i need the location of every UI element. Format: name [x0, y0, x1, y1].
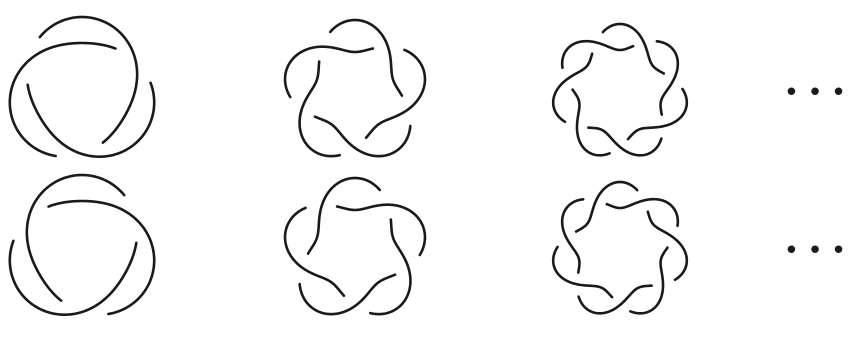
knot-7-1-lower: [553, 182, 687, 313]
knot-strand: [366, 50, 425, 138]
continuation-ellipsis: • • •: [784, 236, 847, 266]
knot-strand: [285, 208, 344, 296]
knot-strand: [10, 43, 116, 156]
knot-strand: [82, 175, 124, 195]
knot-strand: [562, 199, 583, 272]
knot-strand: [628, 89, 687, 139]
knot-strand: [330, 20, 355, 32]
knot-strand: [620, 182, 637, 190]
knot-strand: [588, 128, 661, 156]
knot-strand: [27, 175, 82, 301]
knot-strand: [603, 24, 620, 32]
knot-strand: [562, 41, 633, 68]
knot-strand: [337, 205, 425, 255]
knot-strand: [315, 117, 410, 156]
knot-strand: [657, 41, 678, 114]
knot-strand: [308, 178, 355, 254]
knot-strand: [573, 90, 610, 156]
knot-strand: [49, 201, 155, 314]
knot-strand: [648, 212, 687, 280]
knot-strand: [607, 199, 678, 226]
knot-strand: [40, 17, 82, 37]
knot-3-1-lower: [10, 175, 154, 315]
knot-strand: [300, 62, 340, 157]
knot-strand: [553, 247, 612, 297]
knot-strand: [285, 47, 373, 97]
knot-strand: [355, 20, 402, 96]
lower-row: • • •: [10, 175, 846, 315]
knot-5-1-lower: [285, 178, 425, 314]
upper-row: • • •: [10, 17, 846, 157]
knot-3-1-upper: [10, 17, 154, 157]
knot-strand: [553, 54, 592, 122]
knot-5-1-upper: [285, 20, 425, 156]
knot-strand: [630, 248, 667, 314]
knot-strand: [355, 178, 380, 190]
knot-strand: [82, 17, 137, 143]
continuation-ellipsis: • • •: [784, 78, 847, 108]
knot-strand: [300, 275, 395, 314]
knot-strand: [370, 220, 410, 315]
knot-7-1-upper: [553, 24, 687, 155]
knot-strand: [579, 286, 652, 314]
